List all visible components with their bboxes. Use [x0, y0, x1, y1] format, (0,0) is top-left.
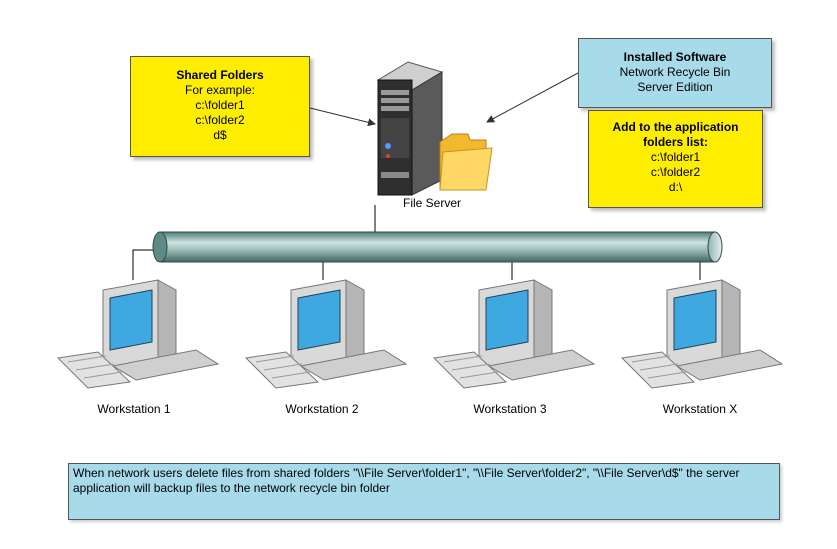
- workstation-icon: [432, 279, 596, 389]
- description-text: When network users delete files from sha…: [73, 466, 740, 495]
- installed-software-line: Network Recycle Bin: [619, 65, 731, 79]
- workstation-icon: [620, 279, 784, 389]
- app-folders-line: c:\folder2: [650, 165, 701, 179]
- folder-icon: [439, 133, 493, 191]
- workstation-label: Workstation 3: [473, 402, 547, 416]
- installed-software-box: Installed Software Network Recycle Bin S…: [578, 38, 772, 108]
- shared-folders-box: Shared Folders For example: c:\folder1 c…: [130, 56, 310, 157]
- app-folders-line: d:\: [668, 180, 683, 194]
- installed-software-arrow: [486, 72, 579, 123]
- workstation-link: [132, 249, 155, 280]
- app-folders-box: Add to the application folders list: c:\…: [588, 110, 763, 208]
- workstation-label: Workstation 2: [285, 402, 359, 416]
- shared-folders-arrow: [309, 107, 376, 127]
- installed-software-title: Installed Software: [623, 50, 727, 64]
- workstation-label: Workstation X: [662, 402, 738, 416]
- app-folders-line: c:\folder1: [650, 150, 701, 164]
- shared-folders-line: For example:: [184, 83, 256, 97]
- shared-folders-title: Shared Folders: [176, 68, 264, 82]
- network-bus: [152, 231, 723, 263]
- file-server-icon: [376, 61, 444, 196]
- shared-folders-line: c:\folder1: [195, 98, 245, 112]
- workstation-label: Workstation 1: [97, 402, 171, 416]
- app-folders-title: folders list:: [643, 135, 708, 149]
- description-note: When network users delete files from sha…: [68, 463, 780, 520]
- workstation-icon: [244, 279, 408, 389]
- shared-folders-line: c:\folder2: [195, 113, 245, 127]
- installed-software-line: Server Edition: [637, 80, 713, 94]
- shared-folders-line: d$: [213, 128, 227, 142]
- workstation-icon: [56, 279, 220, 389]
- file-server-label: File Server: [402, 196, 461, 210]
- app-folders-title: Add to the application: [612, 120, 739, 134]
